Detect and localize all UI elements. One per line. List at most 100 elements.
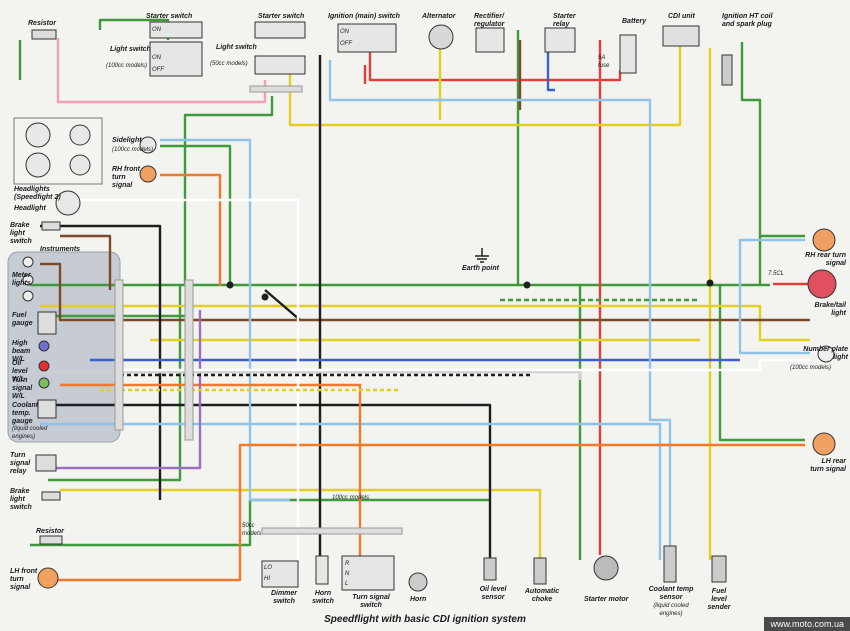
connector-strip-4: [249, 85, 303, 93]
label-starter-motor: Starter motor: [584, 596, 629, 603]
label-light-off: OFF: [152, 67, 164, 73]
headlight-bulb-4: [69, 154, 91, 176]
headlight-bulb: [55, 190, 81, 216]
label-turn-n: N: [345, 571, 350, 577]
diagram-title: Speedflight with basic CDI ignition syst…: [324, 614, 526, 625]
number-plate-bulb: [817, 345, 835, 363]
label-turn-signal-wl: Turn signal W/L: [12, 377, 33, 400]
label-meter-lights: Meter lights: [12, 272, 31, 287]
wire-black-2: [40, 224, 162, 500]
label-coolant-note: (liquid cooled engines): [12, 426, 48, 440]
wire-green-8: [718, 286, 805, 442]
label-horn: Horn: [410, 596, 427, 603]
label-turn-relay: Turn signal relay: [10, 452, 31, 475]
connector-strip-3: [261, 527, 403, 535]
rh-front-turn-bulb: [139, 165, 157, 183]
label-coolant-gauge: Coolant temp. gauge: [12, 402, 39, 425]
resistor-top-shape: [31, 29, 57, 40]
wire-white-2: [40, 370, 582, 380]
label-headlights: Headlights (Speedfight 2): [14, 186, 61, 201]
wire-brown-1: [40, 262, 810, 322]
junction-1: [226, 281, 234, 289]
label-lh-front-turn: LH front turn signal: [10, 568, 38, 591]
watermark[interactable]: www.moto.com.ua: [764, 617, 850, 631]
label-rh-rear-turn: RH rear turn signal: [805, 252, 846, 267]
wire-black-4: [264, 289, 301, 321]
junction-3: [523, 281, 531, 289]
wire-orange-1: [160, 173, 222, 286]
horn-switch-shape: [315, 555, 329, 585]
label-sidelight: Sidelight: [112, 137, 142, 144]
label-light-switch-50-note: (50cc models): [210, 61, 248, 67]
starter-switch-50-shape: [254, 21, 306, 39]
lh-rear-turn-bulb: [812, 432, 836, 456]
choke-shape: [533, 557, 547, 585]
wire-green-9: [48, 285, 182, 482]
label-choke: Automatic choke: [524, 588, 560, 603]
junction-4: [706, 279, 714, 287]
lh-front-turn-bulb: [37, 567, 59, 589]
label-bulb-rating: 7.5CL: [768, 271, 785, 277]
wire-lightblue-2: [328, 60, 672, 560]
turn-signal-switch-shape: [341, 555, 395, 591]
label-coolant-sensor: Coolant temp sensor: [648, 586, 694, 601]
label-alternator: Alternator: [422, 13, 456, 20]
label-turn-l: L: [345, 581, 349, 587]
wire-purple-1: [40, 310, 202, 470]
oil-sensor-shape: [483, 557, 497, 581]
label-resistor-bottom: Resistor: [36, 528, 65, 535]
brake-tail-bulb: [807, 269, 837, 299]
coolant-gauge-shape: [37, 399, 57, 419]
oil-level-wl-shape: [38, 360, 50, 372]
turn-signal-relay-shape: [35, 454, 57, 472]
rectifier-shape: [475, 27, 505, 53]
label-dimmer-switch: Dimmer switch: [270, 590, 298, 605]
headlights-box: [13, 117, 103, 185]
label-earth-point: Earth point: [462, 265, 499, 272]
wire-lightblue-4: [40, 422, 662, 560]
label-ign-on: ON: [340, 29, 349, 35]
horn-shape: [408, 572, 428, 592]
label-light-on: ON: [152, 55, 161, 61]
ignition-switch-shape: [337, 23, 397, 53]
wire-red-2: [368, 40, 622, 82]
brake-switch-top-shape: [41, 221, 61, 231]
wire-blue-1: [546, 45, 555, 92]
label-turn-r: R: [345, 561, 350, 567]
label-starter-relay: Starter relay: [553, 13, 576, 28]
junctions: [226, 279, 714, 301]
label-starter-switch-100: Starter switch: [146, 13, 193, 20]
meter-light-1: [22, 256, 34, 268]
label-cdi-unit: CDI unit: [668, 13, 695, 20]
label-light-switch-50: Light switch: [216, 44, 257, 51]
earth-point-symbol: [475, 248, 489, 263]
wire-green-10: [30, 498, 490, 547]
components-shapes: [22, 21, 837, 592]
label-turn-switch: Turn signal switch: [352, 594, 390, 609]
label-number-plate-note: (100cc models): [790, 365, 832, 371]
wire-orange-2: [40, 443, 805, 582]
wire-lightblue-3: [738, 238, 810, 355]
label-50cc-models: 50cc models: [242, 523, 262, 537]
label-start-on: ON: [152, 27, 161, 33]
light-switch-100-shape: [149, 41, 203, 77]
label-sidelight-note: (100cc models): [112, 147, 154, 153]
wire-white-1: [78, 198, 300, 560]
label-ignition-switch: Ignition (main) switch: [328, 13, 400, 20]
label-oil-sensor: Oil level sensor: [479, 586, 507, 601]
starter-motor-shape: [593, 555, 619, 581]
ignition-coil-shape: [721, 54, 733, 86]
label-lh-rear-turn: LH rear turn signal: [810, 458, 846, 473]
coolant-sensor-shape: [663, 545, 677, 583]
resistor-bottom-shape: [39, 535, 63, 545]
label-brake-switch-bottom: Brake light switch: [10, 488, 32, 511]
label-fuse: 5A fuse: [598, 55, 610, 69]
label-rectifier: Rectifier/ regulator: [474, 13, 505, 28]
meter-light-2: [22, 274, 34, 286]
label-ign-off: OFF: [340, 41, 352, 47]
turn-signal-wl-shape: [38, 377, 50, 389]
wire-orange-3: [60, 383, 362, 560]
wires: [18, 18, 812, 582]
